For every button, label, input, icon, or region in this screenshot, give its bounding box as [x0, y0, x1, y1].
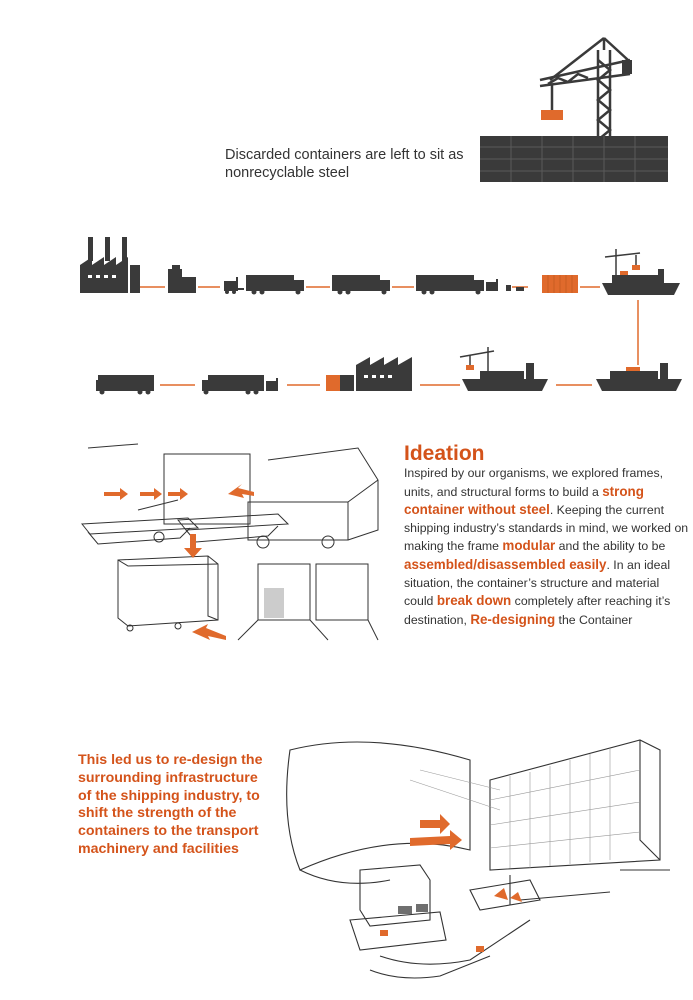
ideation-text: completely after reaching it’s destinati… — [404, 594, 671, 627]
forklift-icon — [486, 279, 511, 291]
infrastructure-sketch — [286, 739, 670, 979]
truck-icon — [202, 375, 264, 395]
ideation-text: . In an ideal situation, the container’s… — [404, 557, 671, 609]
conclusion-text: This led us to re-design the surrounding… — [78, 752, 263, 857]
highlight-strong-container: strong container without steel — [404, 483, 644, 518]
machine-icon — [168, 265, 196, 293]
crane-icon — [459, 347, 495, 375]
ideation-paragraph: Inspired by our organisms, we explored f… — [404, 465, 689, 629]
truck-icon — [416, 275, 484, 295]
discarded-containers-caption: Discarded containers are left to sit as … — [225, 147, 464, 181]
ship-icon — [602, 269, 680, 295]
crane-icon — [604, 249, 641, 275]
truck-icon — [96, 375, 154, 395]
ship-icon — [462, 363, 548, 391]
forklift-icon — [266, 378, 278, 391]
container-stack-icon — [326, 375, 354, 391]
container-ideation-sketch — [81, 443, 379, 641]
highlight-assembled: assembled/disassembled easily — [404, 556, 607, 572]
factory-icon — [356, 357, 412, 391]
forklift-icon — [224, 277, 244, 294]
ideation-heading: Ideation — [404, 442, 485, 465]
ideation-text: Inspired by our organisms, we explored f… — [404, 466, 664, 499]
truck-icon — [246, 275, 304, 295]
highlight-break-down: break down — [436, 593, 512, 609]
supply-chain-diagram — [80, 237, 682, 395]
truck-icon — [332, 275, 390, 295]
ideation-text: . Keeping the current shipping industry’… — [404, 503, 689, 554]
highlight-redesigning: Re-designing — [470, 611, 556, 627]
ship-icon — [596, 363, 682, 391]
crane-container-illustration — [480, 37, 668, 182]
ideation-text: the Container — [555, 612, 633, 627]
container-stack-icon — [480, 136, 668, 182]
hanging-container-icon — [541, 110, 563, 120]
highlight-modular: modular — [502, 538, 556, 554]
ideation-text: and the ability to be — [555, 539, 666, 554]
factory-icon — [80, 237, 140, 293]
crane-icon — [539, 37, 631, 142]
